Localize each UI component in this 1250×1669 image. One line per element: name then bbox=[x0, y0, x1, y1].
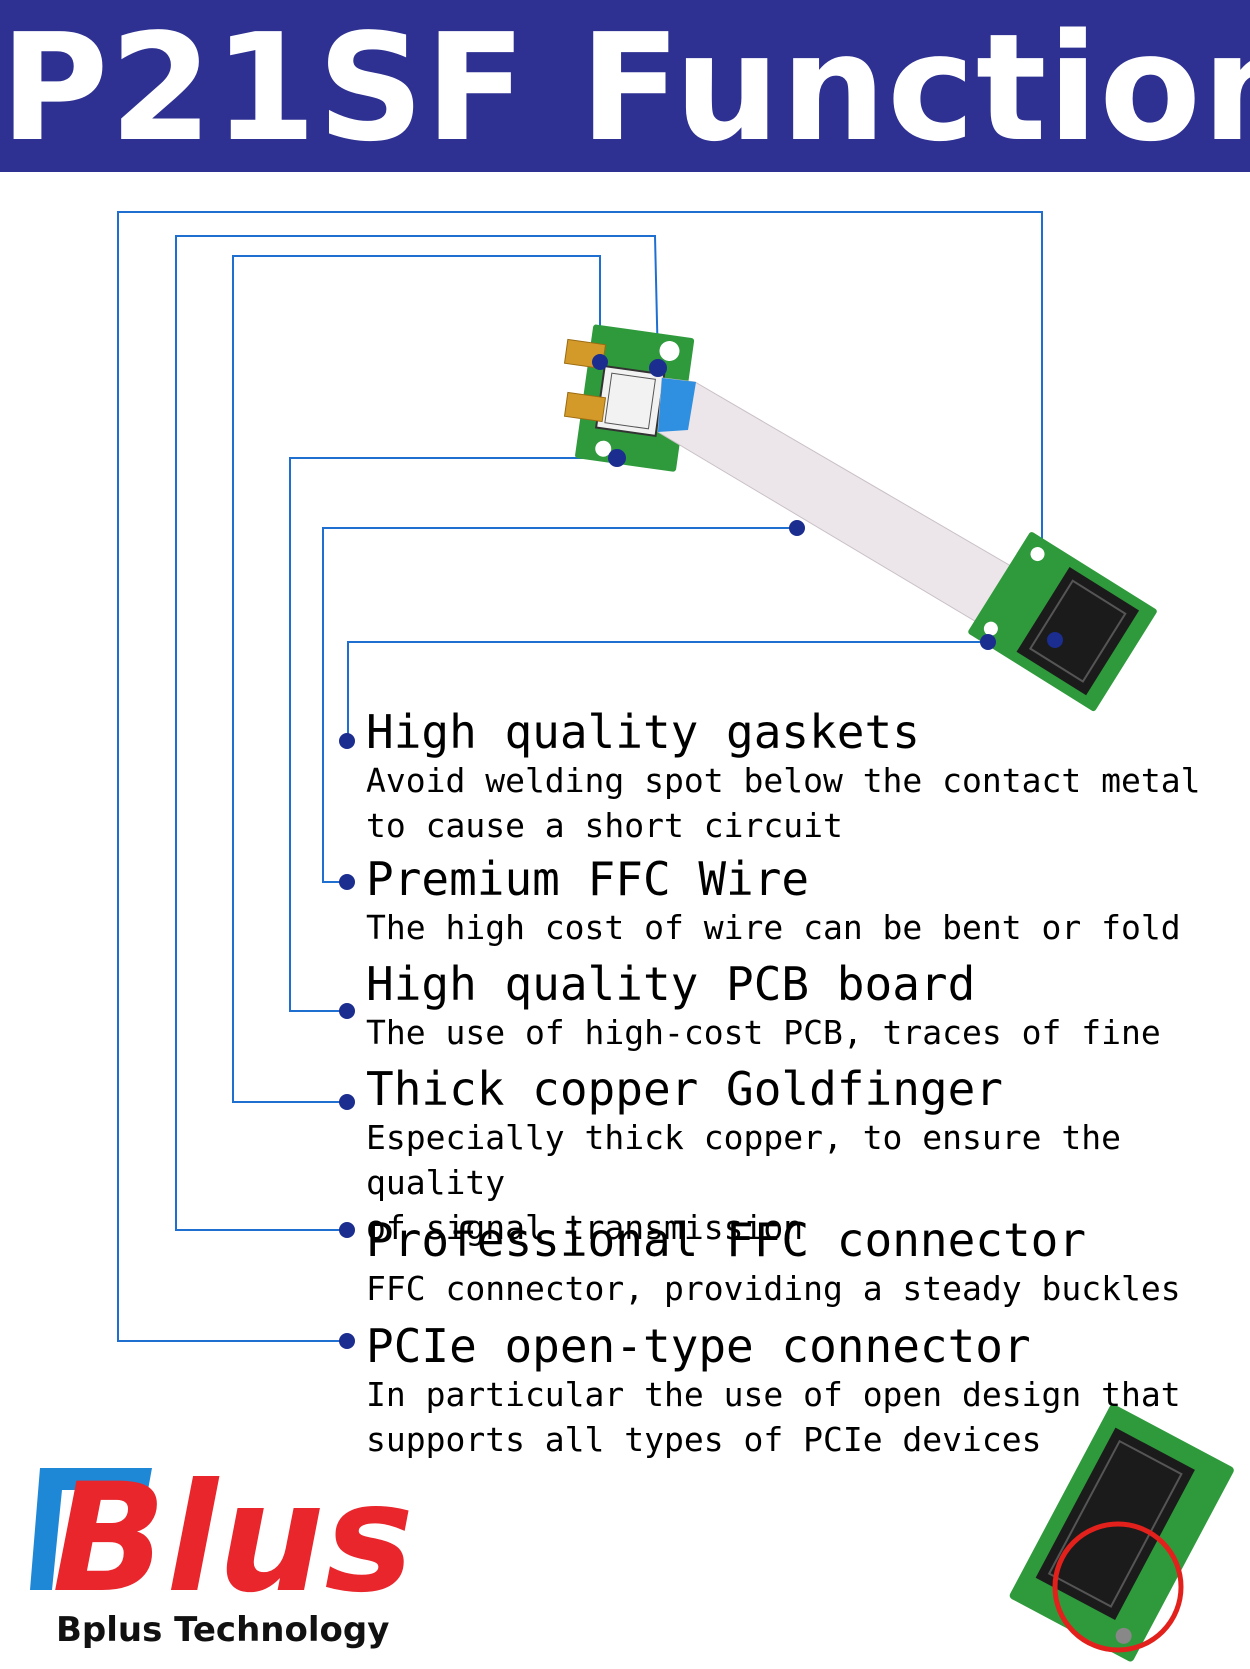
page-title: P21SF Function bbox=[0, 2, 1250, 174]
feature-pcie-connector: PCIe open-type connector In particular t… bbox=[366, 1320, 1246, 1462]
feature-title: High quality gaskets bbox=[366, 705, 920, 759]
company-name: Bplus Technology bbox=[56, 1610, 390, 1650]
leader-line-goldfinger bbox=[232, 255, 601, 1103]
highlight-circle bbox=[1052, 1521, 1184, 1653]
feature-goldfinger: Thick copper Goldfinger Especially thick… bbox=[366, 1063, 1246, 1250]
bplus-logo: Blus bbox=[30, 1452, 414, 1626]
title-banner: P21SF Function bbox=[0, 0, 1250, 172]
feature-title: Thick copper Goldfinger bbox=[366, 1062, 1003, 1116]
leader-line-ffc-connector bbox=[175, 235, 659, 1231]
riser-card-large bbox=[968, 532, 1157, 712]
feature-title: Premium FFC Wire bbox=[366, 852, 810, 906]
feature-ffc-wire: Premium FFC Wire The high cost of wire c… bbox=[366, 853, 1246, 950]
leader-line-pcie bbox=[117, 211, 1043, 1342]
feature-description: The high cost of wire can be bent or fol… bbox=[366, 908, 1181, 947]
feature-bullets bbox=[339, 733, 355, 1349]
feature-title: Professional FFC connector bbox=[366, 1213, 1087, 1267]
feature-title: PCIe open-type connector bbox=[366, 1319, 1031, 1373]
leader-line-ffc-wire bbox=[322, 527, 797, 883]
feature-pcb-board: High quality PCB board The use of high-c… bbox=[366, 958, 1246, 1055]
feature-gaskets: High quality gaskets Avoid welding spot … bbox=[366, 706, 1246, 848]
feature-description: Avoid welding spot below the contact met… bbox=[366, 761, 1201, 845]
feature-description: FFC connector, providing a steady buckle… bbox=[366, 1269, 1181, 1308]
product-dots bbox=[592, 354, 1063, 650]
logo-wordmark: Blus bbox=[52, 1452, 414, 1626]
feature-title: High quality PCB board bbox=[366, 957, 976, 1011]
feature-ffc-connector: Professional FFC connector FFC connector… bbox=[366, 1214, 1246, 1311]
feature-description: In particular the use of open design tha… bbox=[366, 1375, 1181, 1459]
feature-description: Especially thick copper, to ensure the q… bbox=[366, 1118, 1121, 1247]
feature-description: The use of high-cost PCB, traces of fine bbox=[366, 1013, 1161, 1052]
